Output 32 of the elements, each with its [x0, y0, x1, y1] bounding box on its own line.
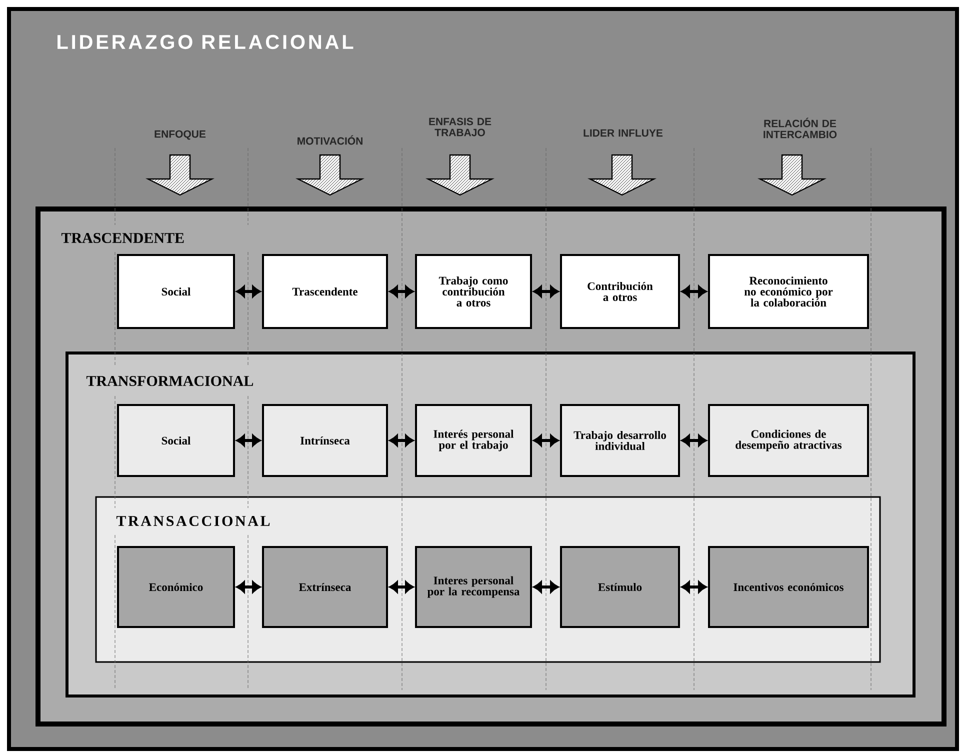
- process-box: Incentivos económicos: [708, 546, 869, 628]
- process-box: Extrínseca: [262, 546, 388, 628]
- process-box: Social: [117, 404, 235, 477]
- process-box: Trascendente: [262, 254, 388, 329]
- column-header: MOTIVACIÓN: [298, 135, 362, 145]
- double-arrow: [681, 581, 707, 593]
- process-box: Intrínseca: [262, 404, 388, 477]
- process-box: Social: [117, 254, 235, 329]
- column-header: ENFOQUE: [154, 130, 206, 140]
- process-box: Reconocimiento no económico por la colaboración: [708, 254, 869, 329]
- column-header: ENFASIS DE TRABAJO: [429, 118, 492, 136]
- column-header: RELACIÓN DE INTERCAMBIO: [764, 118, 837, 138]
- double-arrow: [681, 434, 707, 446]
- process-box: Estímulo: [560, 546, 680, 628]
- double-arrow: [681, 286, 707, 298]
- process-box: Económico: [117, 546, 235, 628]
- double-arrow: [236, 434, 261, 446]
- process-box: Interés personal por el trabajo: [415, 404, 532, 477]
- process-box: Condiciones de desempeño atractivas: [708, 404, 869, 477]
- double-arrow: [389, 434, 414, 446]
- double-arrow: [533, 581, 559, 593]
- double-arrow: [533, 286, 559, 298]
- process-box: Contribución a otros: [560, 254, 680, 329]
- process-box: Trabajo desarrollo individual: [560, 404, 680, 477]
- process-box: Interes personal por la recompensa: [415, 546, 532, 628]
- double-arrow: [236, 286, 261, 298]
- double-arrow: [236, 581, 261, 593]
- double-arrow: [389, 581, 414, 593]
- double-arrow: [533, 434, 559, 446]
- column-header: LIDER INFLUYE: [584, 129, 663, 137]
- process-box: Trabajo como contribución a otros: [415, 254, 532, 329]
- double-arrow: [389, 286, 414, 298]
